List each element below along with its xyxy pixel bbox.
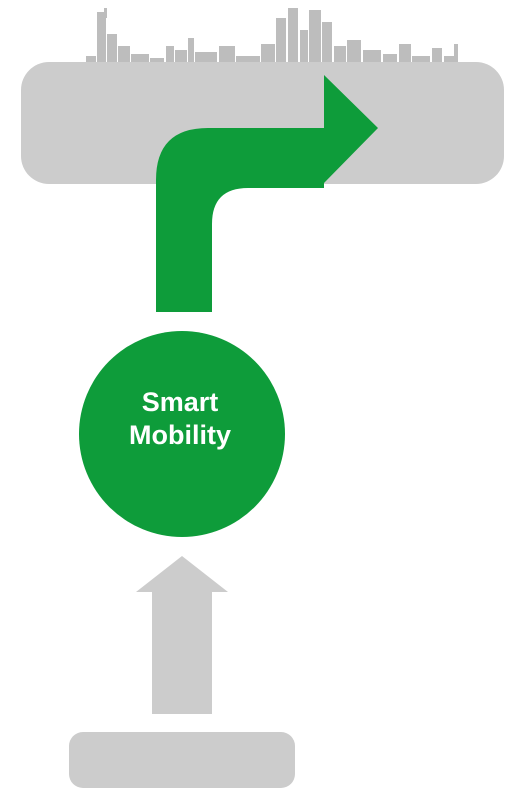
city-skyline-icon — [86, 8, 458, 70]
label-line-1: Smart — [141, 387, 219, 417]
label-line-2: Mobility — [129, 420, 231, 450]
source-box — [69, 732, 295, 788]
arrow-up-icon — [136, 556, 228, 714]
smart-mobility-label: Smart Mobility — [70, 386, 290, 452]
bent-arrow-right-icon — [156, 75, 378, 312]
destination-box — [21, 62, 504, 184]
smart-mobility-node — [79, 331, 285, 537]
